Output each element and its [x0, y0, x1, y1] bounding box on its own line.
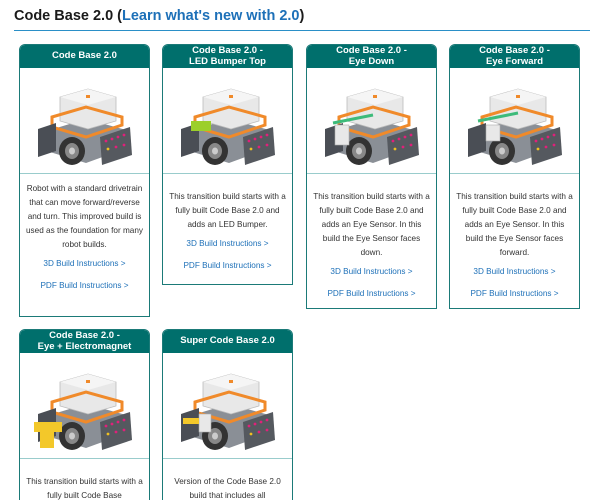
robot-illustration: [323, 87, 420, 166]
card-led-bumper-top: Code Base 2.0 - LED Bumper Top This tran…: [162, 44, 293, 285]
card-description: This transition build starts with a full…: [26, 477, 143, 500]
card-description: This transition build starts with a full…: [313, 192, 430, 257]
card-header: Code Base 2.0 - Eye Down: [307, 45, 436, 68]
card-body: This transition build starts with a full…: [20, 459, 149, 500]
card-eye-electromagnet: Code Base 2.0 - Eye + Electromagnet This…: [19, 329, 150, 500]
card-title: Code Base 2.0 - Eye Forward: [479, 45, 550, 67]
card-header: Code Base 2.0: [20, 45, 149, 68]
card-header: Code Base 2.0 - LED Bumper Top: [163, 45, 292, 68]
card-description: Version of the Code Base 2.0 build that …: [174, 477, 281, 500]
robot-image: [20, 68, 149, 174]
robot-image: [307, 68, 436, 174]
card-body: This transition build starts with a full…: [450, 174, 579, 308]
robot-illustration: [466, 87, 563, 166]
robot-illustration: [179, 372, 276, 451]
card-code-base: Code Base 2.0 Robot with a standard driv…: [19, 44, 150, 317]
card-body: Version of the Code Base 2.0 build that …: [163, 459, 292, 500]
page-title: Code Base 2.0: [14, 8, 114, 24]
pdf-build-link[interactable]: PDF Build Instructions >: [470, 289, 559, 298]
card-title: Code Base 2.0 - LED Bumper Top: [189, 45, 266, 67]
card-title: Code Base 2.0 - Eye + Electromagnet: [37, 330, 132, 352]
card-title: Code Base 2.0 - Eye Down: [336, 45, 407, 67]
card-title: Code Base 2.0: [52, 50, 117, 62]
card-body: This transition build starts with a full…: [307, 174, 436, 308]
robot-illustration: [179, 87, 276, 166]
card-super-code-base: Super Code Base 2.0 Version of the Code …: [162, 329, 293, 500]
robot-illustration: [33, 372, 133, 451]
robot-image: [163, 353, 292, 459]
card-title: Super Code Base 2.0: [180, 335, 275, 347]
3d-build-link[interactable]: 3D Build Instructions >: [43, 259, 126, 268]
card-header: Code Base 2.0 - Eye Forward: [450, 45, 579, 68]
robot-image: [450, 68, 579, 174]
3d-build-link[interactable]: 3D Build Instructions >: [186, 239, 269, 248]
card-header: Code Base 2.0 - Eye + Electromagnet: [20, 330, 149, 353]
robot-image: [163, 68, 292, 174]
pdf-build-link[interactable]: PDF Build Instructions >: [183, 261, 272, 270]
card-eye-forward: Code Base 2.0 - Eye Forward This transit…: [449, 44, 580, 309]
whats-new-link[interactable]: Learn what's new with 2.0: [122, 8, 300, 24]
3d-build-link[interactable]: 3D Build Instructions >: [473, 267, 556, 276]
card-description: This transition build starts with a full…: [169, 192, 286, 229]
heading-close-paren: ): [299, 8, 305, 24]
card-body: This transition build starts with a full…: [163, 174, 292, 284]
pdf-build-link[interactable]: PDF Build Instructions >: [40, 281, 129, 290]
robot-illustration: [36, 87, 133, 166]
heading-open-paren: (: [113, 8, 122, 24]
pdf-build-link[interactable]: PDF Build Instructions >: [327, 289, 416, 298]
card-header: Super Code Base 2.0: [163, 330, 292, 353]
robot-image: [20, 353, 149, 459]
page-heading: Code Base 2.0 (Learn what's new with 2.0…: [14, 8, 590, 31]
3d-build-link[interactable]: 3D Build Instructions >: [330, 267, 413, 276]
card-body: Robot with a standard drivetrain that ca…: [20, 174, 149, 316]
card-eye-down: Code Base 2.0 - Eye Down This transition…: [306, 44, 437, 309]
card-description: This transition build starts with a full…: [456, 192, 573, 257]
card-description: Robot with a standard drivetrain that ca…: [26, 184, 143, 249]
